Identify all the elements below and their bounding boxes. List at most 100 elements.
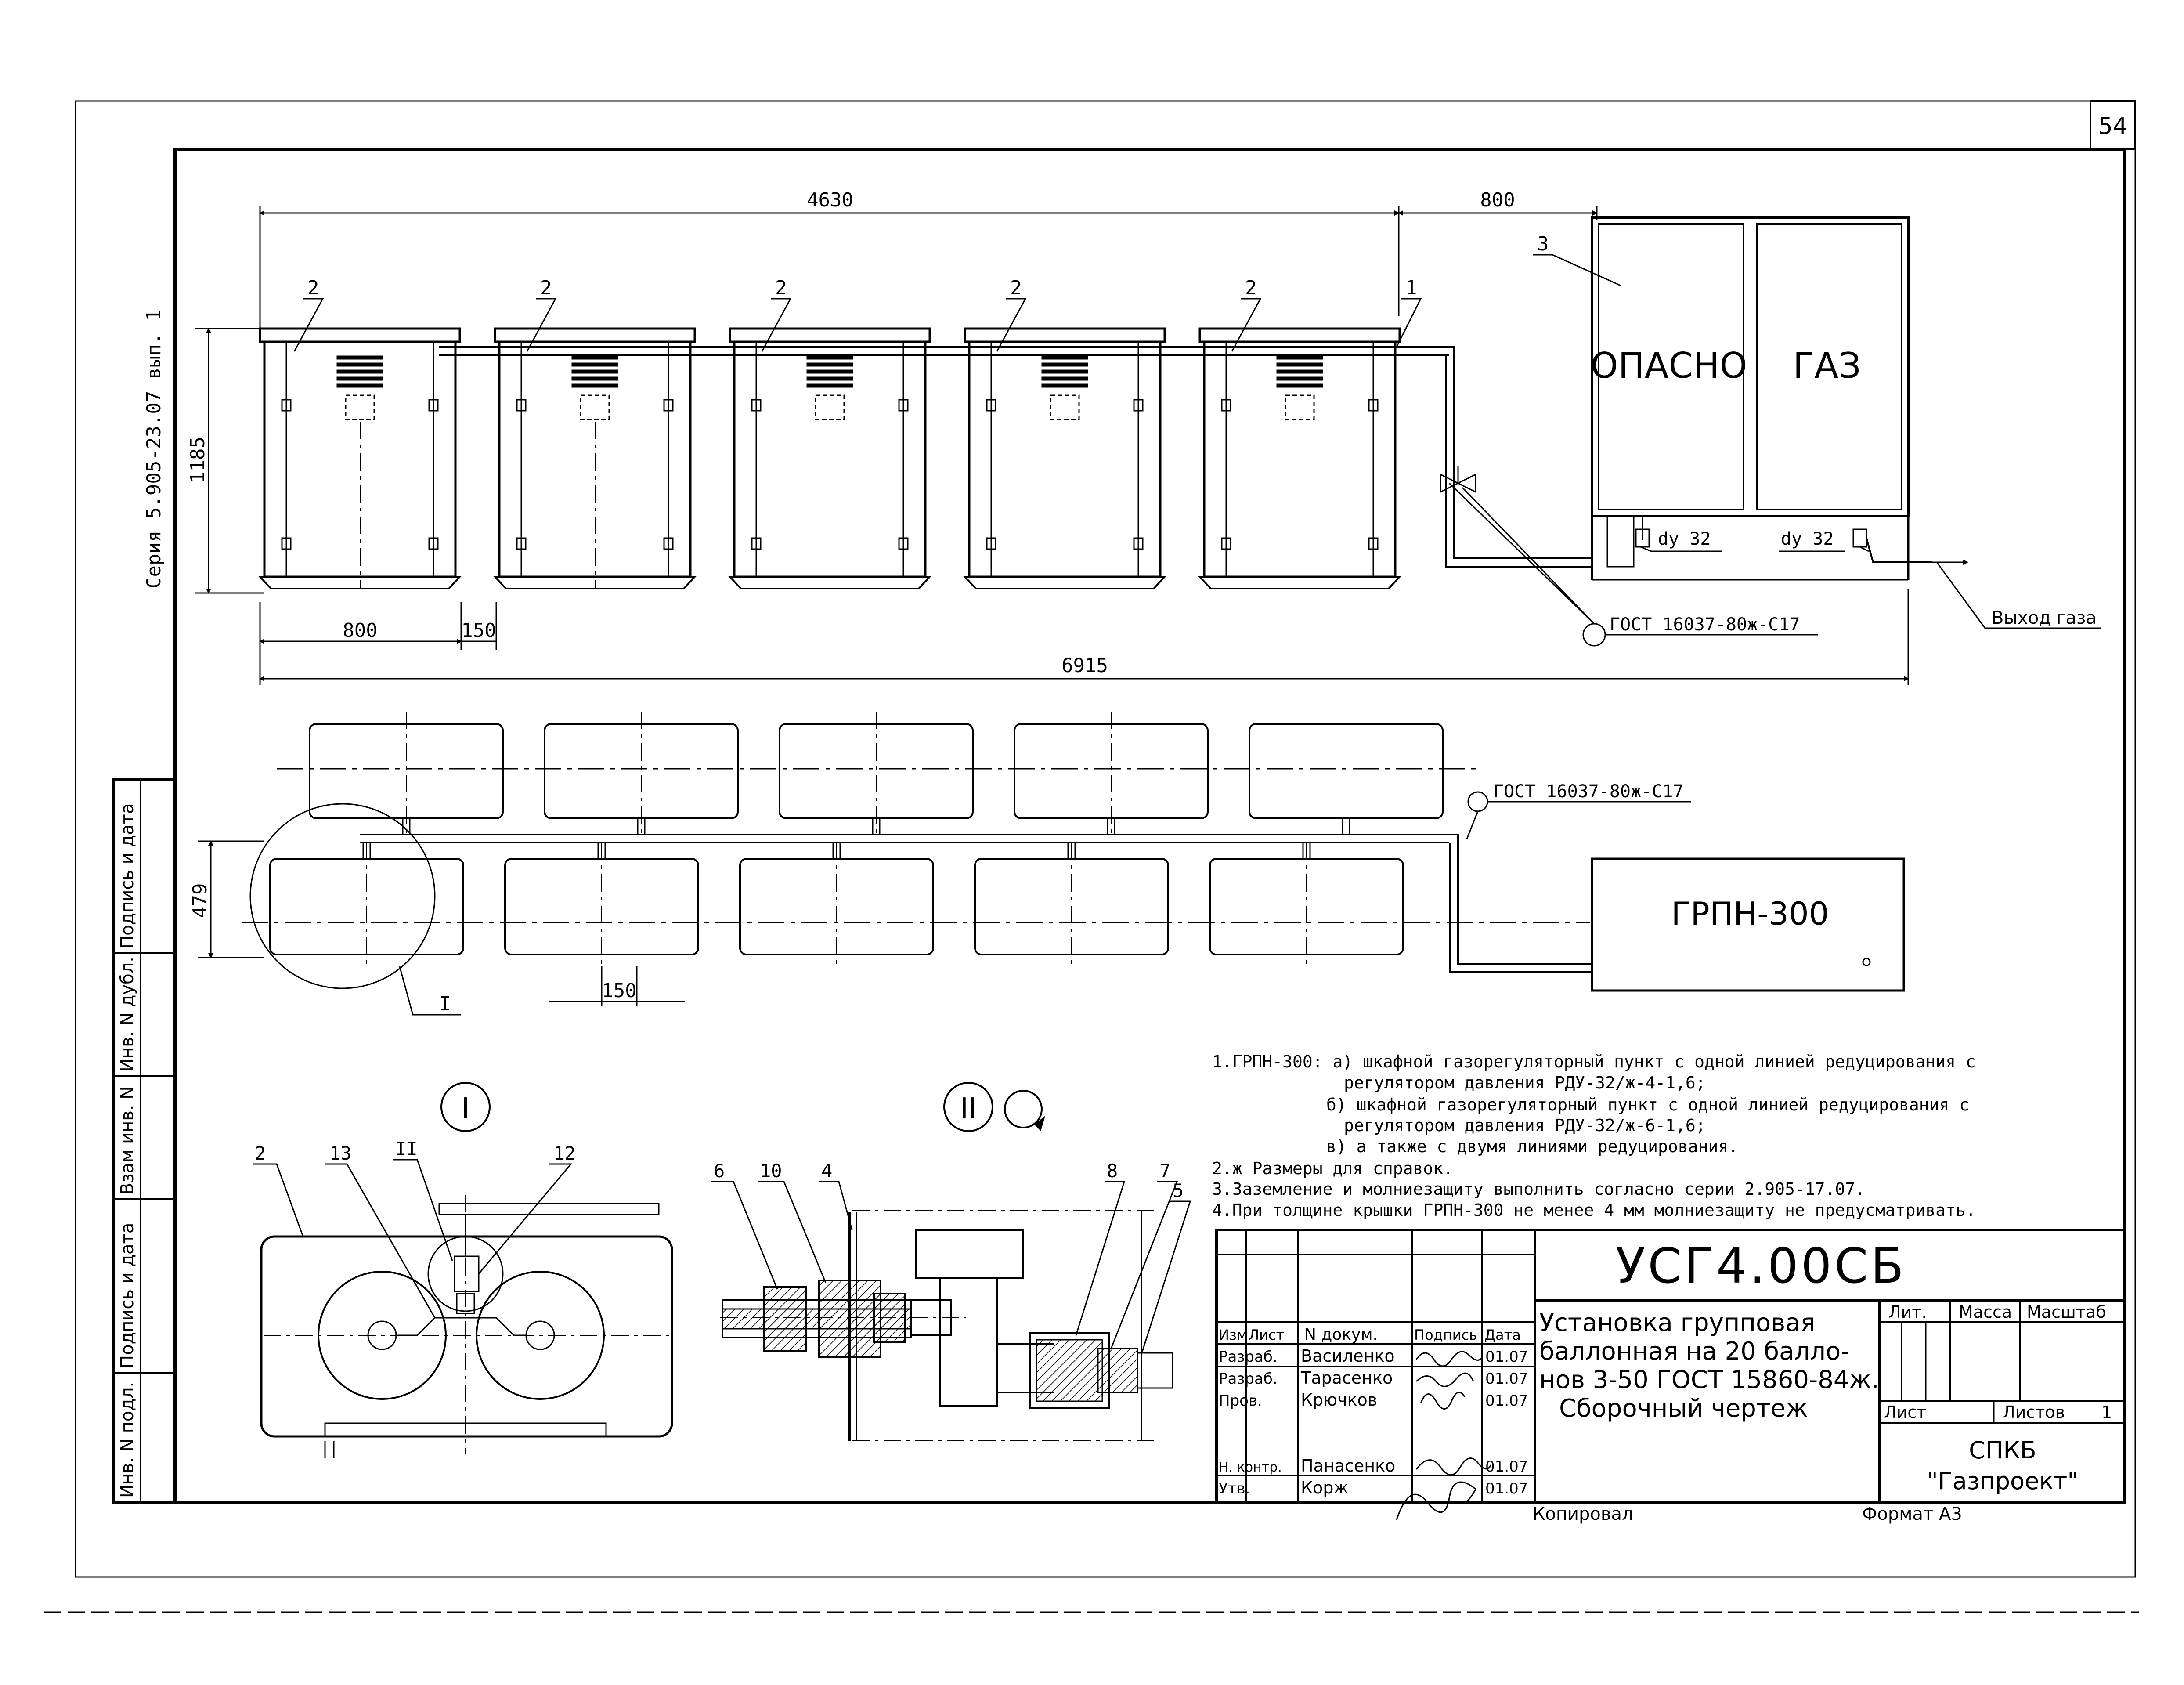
detail-callout-5: 5 (1173, 1180, 1184, 1201)
row-2-name: Тарасенко (1300, 1368, 1393, 1388)
vent-slot (806, 376, 853, 381)
col-doc: N докум. (1304, 1326, 1378, 1344)
mass-label: Масса (1959, 1302, 2012, 1322)
vent-slot (1276, 383, 1323, 388)
detail-i-leaders (253, 1159, 573, 1318)
cylinder-top-4 (1014, 723, 1209, 819)
stamp-orig-inv: Инв. N подл. (117, 1382, 137, 1498)
cabinet-roof (259, 327, 461, 343)
col-date: Дата (1484, 1327, 1521, 1343)
vent-slot (1276, 362, 1323, 367)
cabinet-roof (494, 327, 696, 343)
hinge (751, 399, 762, 412)
sheets-count: 1 (2101, 1403, 2112, 1422)
detail-callout-8: 8 (1107, 1160, 1118, 1182)
title-block-text: УСГ4.00СБ Установка групповая баллонная … (1219, 1238, 2112, 1524)
row-3-role: Пров. (1219, 1392, 1262, 1410)
row-2-role: Разраб. (1219, 1370, 1278, 1388)
vent-slot (571, 376, 618, 381)
hinge (751, 537, 762, 550)
view-ii-circle (943, 1082, 993, 1132)
hinge (281, 537, 292, 550)
dim-4630: 4630 (807, 189, 853, 211)
side-stamp: Подпись и дата Инв. N дубл. Взам инв. N … (112, 778, 176, 1504)
row-3-name: Крючков (1301, 1390, 1377, 1410)
bottom-dimensions (259, 589, 1909, 685)
header-pipe-top (439, 346, 1592, 568)
row-5-role: Утв. (1219, 1480, 1250, 1497)
rotation-icon (1004, 1090, 1043, 1128)
hinge (1133, 399, 1144, 412)
row-4-role: Н. контр. (1219, 1460, 1282, 1475)
cabinet-base (728, 576, 932, 589)
cylinder-top-5 (1249, 723, 1444, 819)
dim-479: 479 (189, 883, 211, 918)
cabinet-handle (580, 394, 610, 420)
sheet-label: Лист (1884, 1403, 1926, 1422)
hinge (1221, 399, 1231, 412)
callout-2-a: 2 (307, 277, 319, 299)
cabinet-4 (963, 327, 1167, 589)
cabinet-base (493, 576, 697, 589)
gost-label-plan: ГОСТ 16037-80ж-С17 (1493, 781, 1683, 802)
hinge (516, 399, 527, 412)
note-3: 3.Заземление и молниезащиту выполнить со… (1212, 1179, 1865, 1199)
detail-ii (720, 1210, 1173, 1441)
hinge (516, 537, 527, 550)
cabinet-handle (1050, 394, 1080, 420)
note-2: 2.ж Размеры для справок. (1212, 1159, 1453, 1178)
notes: 1.ГРПН-300: а) шкафной газорегуляторный … (1212, 1052, 1976, 1220)
view-i-circle (440, 1082, 491, 1132)
signatures (1396, 1351, 1492, 1520)
title-line-2: баллонная на 20 балло- (1539, 1337, 1849, 1366)
hinge (898, 537, 909, 550)
dim-1185-line (195, 328, 264, 594)
row-4-name: Панасенко (1301, 1456, 1395, 1475)
gost-plan-callout (1466, 791, 1691, 839)
gas-exit-label: Выход газа (1992, 608, 2097, 628)
detail-callout-12: 12 (553, 1143, 576, 1164)
callout-2-e: 2 (1245, 277, 1257, 299)
vent-slot (1276, 369, 1323, 374)
cylinder-cabinets (258, 327, 1402, 589)
vent-slot (1041, 383, 1088, 388)
hinge (986, 399, 996, 412)
vent-slot (336, 383, 383, 388)
detail-callout-13: 13 (329, 1143, 352, 1164)
dy-label-2: dy 32 (1781, 529, 1834, 549)
grpn300-label: ГРПН-300 (1671, 895, 1829, 932)
sheets-label: Листов (2003, 1403, 2065, 1422)
vent-slot (806, 362, 853, 367)
grpn-plan (1591, 857, 1905, 992)
row-2-date: 01.07 (1485, 1370, 1528, 1388)
hinge (281, 399, 292, 412)
top-dimensions (259, 206, 1598, 334)
vent-slot (806, 355, 853, 360)
row-5-name: Корж (1301, 1478, 1349, 1497)
callout-2-c: 2 (775, 277, 787, 299)
cabinet-1 (258, 327, 462, 589)
cabinet-callouts: 2 2 2 2 2 1 3 (307, 233, 1549, 299)
cabinet-leaders (293, 254, 1621, 352)
title-line-3: нов 3-50 ГОСТ 15860-84ж. (1539, 1366, 1879, 1394)
hinge (898, 399, 909, 412)
view-i-label: I (462, 1092, 470, 1125)
cabinet-base (963, 576, 1167, 589)
dim-150-plan: 150 (602, 980, 636, 1002)
cabinet-3 (728, 327, 932, 589)
vent-slot (571, 383, 618, 388)
danger-label: ОПАСНО (1591, 345, 1747, 386)
detail-ii-leaders (711, 1181, 1191, 1353)
hinge (663, 399, 674, 412)
vent-slot (1276, 376, 1323, 381)
stamp-sign-date-2: Подпись и дата (117, 1223, 137, 1368)
detail-i-callouts: 2 13 II 12 (255, 1138, 576, 1164)
vent-slot (571, 369, 618, 374)
detail-callout-4: 4 (821, 1160, 832, 1182)
hinge (1221, 537, 1231, 550)
sheet-number-box (2090, 100, 2136, 150)
gost-label-top: ГОСТ 16037-80ж-С17 (1610, 615, 1800, 635)
cabinet-handle (815, 394, 845, 420)
